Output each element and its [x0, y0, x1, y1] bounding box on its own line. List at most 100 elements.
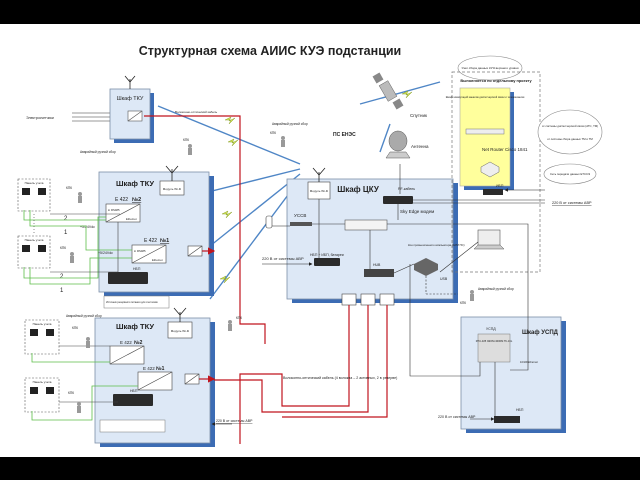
cross-box — [465, 128, 505, 135]
converter2-name: E 422 — [120, 340, 132, 345]
line-number: 2 — [64, 216, 68, 222]
meter-panel-4[interactable]: Панель учета — [24, 377, 60, 413]
cabinet-title: Шкаф УСПД — [522, 329, 559, 336]
ucsv-device — [290, 222, 312, 226]
manual-collection-group: Аварийный ручной сбор Аварийный ручной с… — [66, 122, 514, 318]
meter-panel-3[interactable]: Панель учета — [24, 319, 60, 355]
server-label: Кон промышленного компьютера (АРМ ПС) — [408, 243, 465, 247]
psu-device — [113, 394, 153, 406]
uspd-model: RTU-325 ЭКОМ-3000М ТК-16L — [476, 339, 513, 343]
power-in-label: 220 В от системы АВР — [438, 415, 476, 419]
power-label-2: +5/24Vdc — [98, 251, 113, 255]
meter-panel-1[interactable]: Панель учета — [17, 178, 51, 212]
ups-device — [314, 258, 340, 266]
person-icons — [70, 136, 474, 413]
conv-in: in RS485 — [134, 249, 146, 253]
manual-label: Аварийный ручной сбор — [478, 287, 514, 291]
meters-label: Электросчетчики — [26, 116, 54, 120]
ps-ens-label: ПС ЕНЭС — [333, 132, 356, 138]
wifi-module-label: Модуль Wi-Fi — [171, 329, 190, 333]
converter1-name: E 422 — [144, 238, 157, 244]
panel-label: Панель учета — [25, 181, 44, 185]
router-device — [480, 161, 500, 178]
power-in-label: 220 В от системы АВР — [216, 419, 253, 423]
separate-project-block — [451, 71, 541, 273]
antenna-icon — [312, 167, 326, 182]
sky-edge-modem — [383, 196, 413, 204]
psu-label: НБП — [133, 267, 141, 271]
panel-label: Панель учета — [25, 238, 44, 242]
satellite-label: Спутник — [410, 113, 427, 118]
svg-text:КПК: КПК — [60, 246, 66, 250]
fiber-note: Волоконно-оптический кабель (4 волокна –… — [283, 376, 397, 380]
converter1-num: №1 — [156, 366, 165, 372]
converter2-name: E 422 — [115, 197, 128, 203]
conv-out: Ethernet — [152, 258, 163, 262]
manual-label: Аварийный ручной сбор — [80, 150, 116, 154]
gps-antenna-icon — [265, 215, 273, 229]
network-switch — [344, 219, 388, 231]
optical-converters — [341, 293, 395, 306]
kpk-labels: КПК КПК КПК КПК КПК КПК КПК КПК — [60, 131, 466, 395]
fiber-cables — [214, 305, 388, 444]
laptop-icon[interactable] — [473, 229, 505, 250]
uspd-label: УСПД — [486, 327, 496, 331]
svg-text:КПК: КПК — [460, 301, 466, 305]
rs485-lines — [23, 210, 132, 285]
cloud-label: Сеть передачи данных ЕТССЭ — [550, 172, 590, 176]
hub-label: HUB — [373, 263, 381, 267]
cabinet-tku-bot[interactable]: Шкаф ТКУ Модуль Wi-Fi E 422 №2 E 422 №1 … — [94, 307, 215, 447]
cabinet-title: Шкаф ТКУ — [116, 322, 154, 331]
svg-text:КПК: КПК — [236, 316, 242, 320]
conv-out: Ethernet — [126, 217, 137, 221]
antenna-dish-icon — [385, 130, 411, 159]
cabinet-cku[interactable]: Шкаф ЦКУ Модуль Wi-Fi Sky Edge модем RF-… — [286, 167, 465, 306]
cabinet-title: Шкаф ЦКУ — [337, 185, 380, 194]
converter2-num: №2 — [134, 340, 143, 346]
antenna-icon — [124, 75, 136, 89]
svg-text:КПК: КПК — [270, 131, 276, 135]
fiber-cable-top — [144, 115, 266, 344]
note-box — [103, 295, 170, 309]
svg-text:КПК: КПК — [183, 138, 189, 142]
panel-label: Панель учета — [33, 380, 52, 384]
svg-text:КПК: КПК — [68, 391, 74, 395]
router-label: Net Router Cisco 1841 — [482, 147, 528, 152]
cloud-label: Узел сбора данных КУЭ верхнего уровня — [461, 66, 518, 70]
conv-in: in RS485 — [108, 208, 120, 212]
note-text: Источник резервного питания для счетчико… — [106, 301, 158, 304]
usb-label: USB — [440, 277, 448, 281]
cabinet-uspd[interactable]: Шкаф УСПД УСПД RTU-325 ЭКОМ-3000М ТК-16L… — [460, 316, 566, 433]
psu-label: НБП — [516, 408, 524, 412]
dispatch-cloud: от системы диспетчерской связи (АТС, ТМ)… — [537, 109, 603, 155]
psu-label: НБП — [130, 389, 138, 393]
eth-label: 10/100Ethernet — [520, 360, 538, 364]
psu-device — [494, 416, 520, 423]
cabinet-title: Шкаф ТКУ — [117, 96, 144, 102]
cabinet-tku-top[interactable]: Шкаф ТКУ — [109, 75, 154, 143]
note-box — [99, 419, 166, 433]
antenna-icon — [173, 307, 187, 322]
panel-label: Панель учета — [33, 322, 52, 326]
wifi-module-label: Модуль Wi-Fi — [310, 189, 329, 193]
line-number: 1 — [60, 288, 64, 294]
meter-panel-2[interactable]: Панель учета — [17, 235, 51, 269]
svg-text:КПК: КПК — [66, 186, 72, 190]
antenna-label: Антенна — [411, 144, 429, 149]
hub-device — [364, 269, 394, 277]
manual-label: Аварийный ручной сбор — [66, 314, 102, 318]
cloud-label: от системы диспетчерской связи (АТС, ТМ) — [542, 124, 598, 128]
psu-device — [483, 189, 503, 195]
modem-label: Sky Edge модем — [400, 209, 434, 214]
diagram-title: Структурная схема АИИС КУЭ подстанции — [139, 44, 402, 58]
upper-level-cloud: Узел сбора данных КУЭ верхнего уровня — [457, 55, 523, 81]
svg-text:КПК: КПК — [72, 326, 78, 330]
cabinet-tku-mid[interactable]: Шкаф ТКУ Модуль Wi-Fi E 422 №2 in RS485 … — [80, 165, 214, 309]
converter1-num: №1 — [160, 238, 169, 244]
server-device — [414, 258, 438, 276]
line-number: 1 — [64, 230, 68, 236]
satellite-icon — [372, 72, 404, 110]
telemech-cabinet[interactable]: Шкаф коммутаций каналов диспетчерской св… — [446, 87, 528, 195]
line-number: 2 — [60, 274, 64, 280]
psu-device — [108, 272, 148, 284]
